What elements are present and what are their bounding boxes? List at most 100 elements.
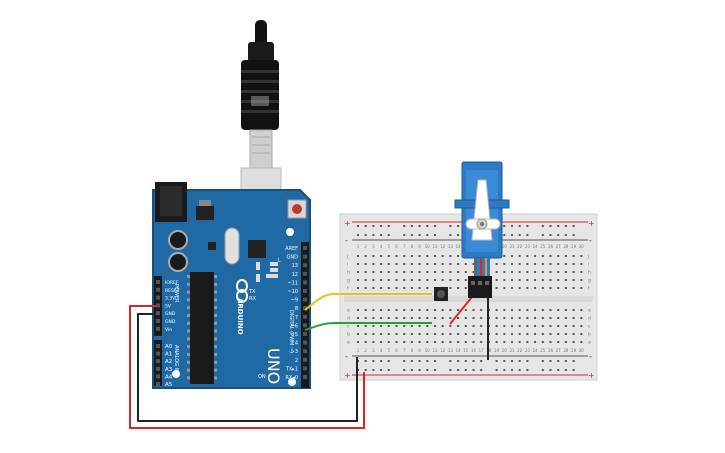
breadboard-hole[interactable] [557,279,560,281]
breadboard-hole[interactable] [449,333,452,335]
breadboard-hole[interactable] [380,341,383,343]
breadboard-hole[interactable] [457,309,460,311]
rail-hole[interactable] [364,369,367,371]
breadboard-hole[interactable] [526,333,529,335]
breadboard-hole[interactable] [549,255,552,257]
rail-hole[interactable] [380,234,383,236]
rail-hole[interactable] [564,360,567,362]
rail-hole[interactable] [410,225,413,227]
rail-hole[interactable] [557,234,560,236]
breadboard-hole[interactable] [541,309,544,311]
breadboard-hole[interactable] [564,263,567,265]
breadboard-hole[interactable] [364,325,367,327]
breadboard-hole[interactable] [518,287,521,289]
breadboard-hole[interactable] [580,287,583,289]
breadboard-hole[interactable] [410,317,413,319]
breadboard-hole[interactable] [526,325,529,327]
breadboard-hole[interactable] [518,255,521,257]
breadboard-hole[interactable] [364,271,367,273]
rail-hole[interactable] [572,234,575,236]
rail-hole[interactable] [387,360,390,362]
breadboard-hole[interactable] [549,271,552,273]
breadboard-hole[interactable] [572,341,575,343]
rail-hole[interactable] [434,360,436,362]
breadboard-hole[interactable] [418,333,421,335]
rail-hole[interactable] [518,369,521,371]
rail-hole[interactable] [372,234,375,236]
rail-hole[interactable] [372,360,375,362]
rail-hole[interactable] [449,369,452,371]
breadboard-hole[interactable] [472,333,475,335]
breadboard-hole[interactable] [534,255,537,257]
header-hole[interactable] [156,344,160,348]
breadboard-hole[interactable] [503,333,506,335]
breadboard-hole[interactable] [387,333,390,335]
breadboard-hole[interactable] [564,341,567,343]
breadboard-hole[interactable] [449,255,452,257]
breadboard-hole[interactable] [549,279,552,281]
rail-hole[interactable] [495,360,498,362]
header-hole[interactable] [156,351,160,356]
breadboard-hole[interactable] [580,333,583,335]
breadboard-hole[interactable] [357,325,359,327]
breadboard-hole[interactable] [457,279,460,281]
rail-hole[interactable] [410,234,413,236]
breadboard-hole[interactable] [403,263,406,265]
rail-hole[interactable] [526,360,529,362]
header-hole[interactable] [303,340,307,345]
breadboard-hole[interactable] [380,317,383,319]
breadboard-hole[interactable] [441,279,444,281]
rail-hole[interactable] [403,225,406,227]
breadboard-hole[interactable] [410,309,413,311]
breadboard-hole[interactable] [418,317,421,319]
rail-hole[interactable] [380,225,383,227]
breadboard-hole[interactable] [526,255,529,257]
breadboard-hole[interactable] [541,317,544,319]
breadboard-hole[interactable] [434,341,436,343]
breadboard-hole[interactable] [572,279,575,281]
breadboard-hole[interactable] [572,287,575,289]
breadboard-hole[interactable] [372,263,375,265]
rail-hole[interactable] [541,360,544,362]
breadboard-hole[interactable] [511,333,513,335]
rail-hole[interactable] [464,360,467,362]
breadboard-hole[interactable] [480,341,483,343]
breadboard-hole[interactable] [449,263,452,265]
breadboard-hole[interactable] [564,279,567,281]
breadboard-hole[interactable] [549,317,552,319]
breadboard-hole[interactable] [410,271,413,273]
breadboard-hole[interactable] [464,309,467,311]
rail-hole[interactable] [564,225,567,227]
breadboard-hole[interactable] [541,325,544,327]
breadboard-hole[interactable] [511,341,513,343]
rail-hole[interactable] [372,369,375,371]
rail-hole[interactable] [572,360,575,362]
breadboard-hole[interactable] [410,279,413,281]
breadboard-hole[interactable] [464,317,467,319]
header-hole[interactable] [156,311,160,316]
breadboard-hole[interactable] [495,279,498,281]
header-hole[interactable] [303,306,307,311]
breadboard-hole[interactable] [457,287,460,289]
breadboard-hole[interactable] [518,341,521,343]
header-hole[interactable] [156,303,160,308]
breadboard-hole[interactable] [557,255,560,257]
breadboard-hole[interactable] [403,325,406,327]
breadboard-hole[interactable] [541,287,544,289]
breadboard-hole[interactable] [357,309,359,311]
breadboard-hole[interactable] [418,287,421,289]
rail-hole[interactable] [518,234,521,236]
breadboard-hole[interactable] [541,333,544,335]
header-hole[interactable] [303,323,307,328]
breadboard-hole[interactable] [557,333,560,335]
breadboard-hole[interactable] [426,325,429,327]
breadboard-hole[interactable] [418,271,421,273]
breadboard-hole[interactable] [526,309,529,311]
breadboard-hole[interactable] [511,317,513,319]
breadboard-hole[interactable] [387,341,390,343]
breadboard-hole[interactable] [564,333,567,335]
breadboard-hole[interactable] [572,271,575,273]
rail-hole[interactable] [518,225,521,227]
breadboard-hole[interactable] [580,279,583,281]
breadboard-hole[interactable] [526,279,529,281]
